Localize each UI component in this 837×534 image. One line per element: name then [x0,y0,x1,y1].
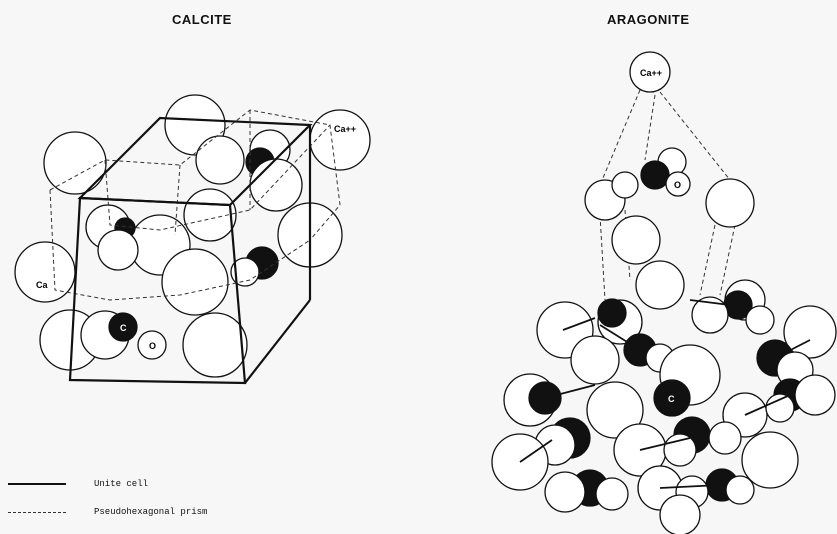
aragonite-atom [741,431,799,489]
aragonite-ca-atom [629,51,671,93]
aragonite-atom [765,393,795,423]
aragonite-atom [705,178,755,228]
legend-unit-cell-label: Unite cell [94,479,149,489]
aragonite-title: ARAGONITE [607,12,690,27]
calcite-atom [309,109,371,171]
aragonite-ca-label: Ca++ [640,68,662,78]
calcite-atom [230,257,260,287]
calcite-prism [49,109,341,301]
aragonite-atom [725,475,755,505]
aragonite-atom [611,171,639,199]
aragonite-atom [708,421,742,455]
calcite-unit-cell [68,116,313,385]
aragonite-oxygen-atom [665,171,691,197]
aragonite-atom [691,296,729,334]
aragonite-atom [783,305,837,359]
calcite-title: CALCITE [172,12,232,27]
legend-dashed-line [8,511,66,513]
calcite-atom [249,158,303,212]
calcite-oxygen-atom [137,330,167,360]
aragonite-carbon-atom [640,160,670,190]
calcite-carbon-label: C [120,323,127,333]
aragonite-carbon-label: C [668,394,675,404]
calcite-ca-top-label: Ca++ [334,124,356,134]
calcite-ca-left-label: Ca [36,280,48,290]
calcite-atom [195,135,245,185]
aragonite-atom [659,494,701,534]
aragonite-carbon-atom [653,379,691,417]
aragonite-atom [663,433,697,467]
calcite-atom [183,188,237,242]
calcite-atom [182,312,248,378]
aragonite-atom [570,335,620,385]
calcite-atom [14,241,76,303]
legend-solid-line [8,483,66,485]
calcite-carbon-atom [108,312,138,342]
aragonite-atom [586,381,644,439]
aragonite-atom [611,215,661,265]
aragonite-atom [635,260,685,310]
legend: Unite cell Pseudohexagonal prism [8,470,207,526]
aragonite-atom [544,471,586,513]
aragonite-atom [595,477,629,511]
calcite-structure [14,94,371,385]
legend-prism-label: Pseudohexagonal prism [94,507,208,517]
calcite-atom [43,131,107,195]
calcite-oxygen-label: O [149,341,156,351]
legend-prism-row: Pseudohexagonal prism [8,498,207,526]
legend-unit-cell-row: Unite cell [8,470,207,498]
calcite-atom [97,229,139,271]
aragonite-oxygen-label: O [674,180,681,190]
aragonite-atom [745,305,775,335]
aragonite-bonds [519,299,811,489]
calcite-atom [161,248,229,316]
aragonite-carbon-atom [597,298,627,328]
aragonite-structure [491,51,837,534]
aragonite-atom [794,374,836,416]
